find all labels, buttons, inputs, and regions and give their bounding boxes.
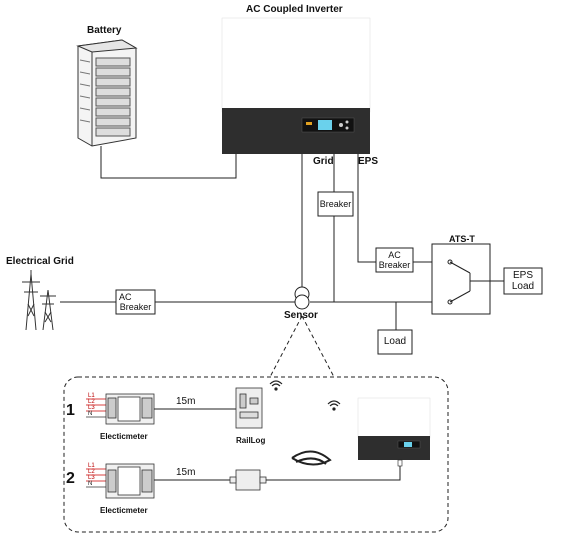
electricity-meter-2 (105, 463, 155, 499)
phase-label-l3-b: L3 (88, 475, 95, 481)
phase-label-l2-a: L2 (88, 399, 95, 405)
eps-ac-breaker-box (375, 247, 414, 273)
phase-label-n-a: N (88, 411, 93, 417)
wiring (60, 146, 504, 330)
electricity-meter-1 (105, 393, 155, 425)
sensor-ct-icon (294, 286, 310, 310)
raillog-label: RailLog (236, 436, 266, 445)
option-2-number: 2 (66, 470, 75, 487)
eps-ac-breaker-label-breaker: Breaker (378, 260, 411, 270)
eps-load-label-1: EPS (512, 270, 533, 281)
wifi-icon-inverter (327, 400, 341, 411)
inverter-small-icon (357, 397, 431, 467)
wifi-icon (269, 380, 283, 391)
meter-1-label: Electicmeter (100, 432, 148, 441)
inverter-label: AC Coupled Inverter (246, 4, 343, 15)
grid-ac-breaker-box (115, 289, 156, 315)
transmission-tower-icon (22, 270, 56, 331)
electrical-grid-label: Electrical Grid (6, 256, 74, 267)
distance-label-2: 15m (176, 467, 196, 478)
eps-ac-breaker-label-ac: AC (388, 250, 401, 260)
eps-load-box (503, 267, 543, 295)
breaker-box (317, 191, 354, 217)
phase-label-n-b: N (88, 481, 93, 487)
load-label: Load (383, 336, 407, 347)
raillog-device-icon (235, 387, 263, 429)
grid-ac-breaker-label-breaker: Breaker (119, 302, 152, 312)
phase-label-l3-a: L3 (88, 405, 95, 411)
breaker-label: Breaker (319, 199, 352, 209)
grid-port-label: Grid (313, 156, 334, 167)
battery-rack-icon (76, 39, 138, 147)
load-box (377, 329, 413, 355)
distance-label-1: 15m (176, 396, 196, 407)
option-1-number: 1 (66, 402, 75, 419)
eps-load-label-2: Load (511, 281, 535, 292)
ats-label: ATS-T (449, 234, 475, 244)
eps-port-label: EPS (358, 156, 379, 167)
phase-label-l2-b: L2 (88, 469, 95, 475)
phase-label-l1-a: L1 (88, 393, 95, 399)
ats-switch (431, 243, 491, 315)
grid-ac-breaker-label-ac: AC (119, 292, 132, 302)
meter-2-phase-lines (86, 468, 106, 488)
cable-to-inverter (300, 464, 401, 481)
meter-1-phase-lines (86, 398, 106, 418)
sensor-label: Sensor (284, 310, 318, 321)
meter-2-label: Electicmeter (100, 506, 148, 515)
cable-coil-icon (291, 450, 332, 466)
battery-label: Battery (87, 25, 122, 36)
rs485-adapter-icon (229, 469, 267, 491)
inverter-unit (221, 17, 371, 154)
phase-label-l1-b: L1 (88, 463, 95, 469)
detail-callout (63, 315, 449, 533)
